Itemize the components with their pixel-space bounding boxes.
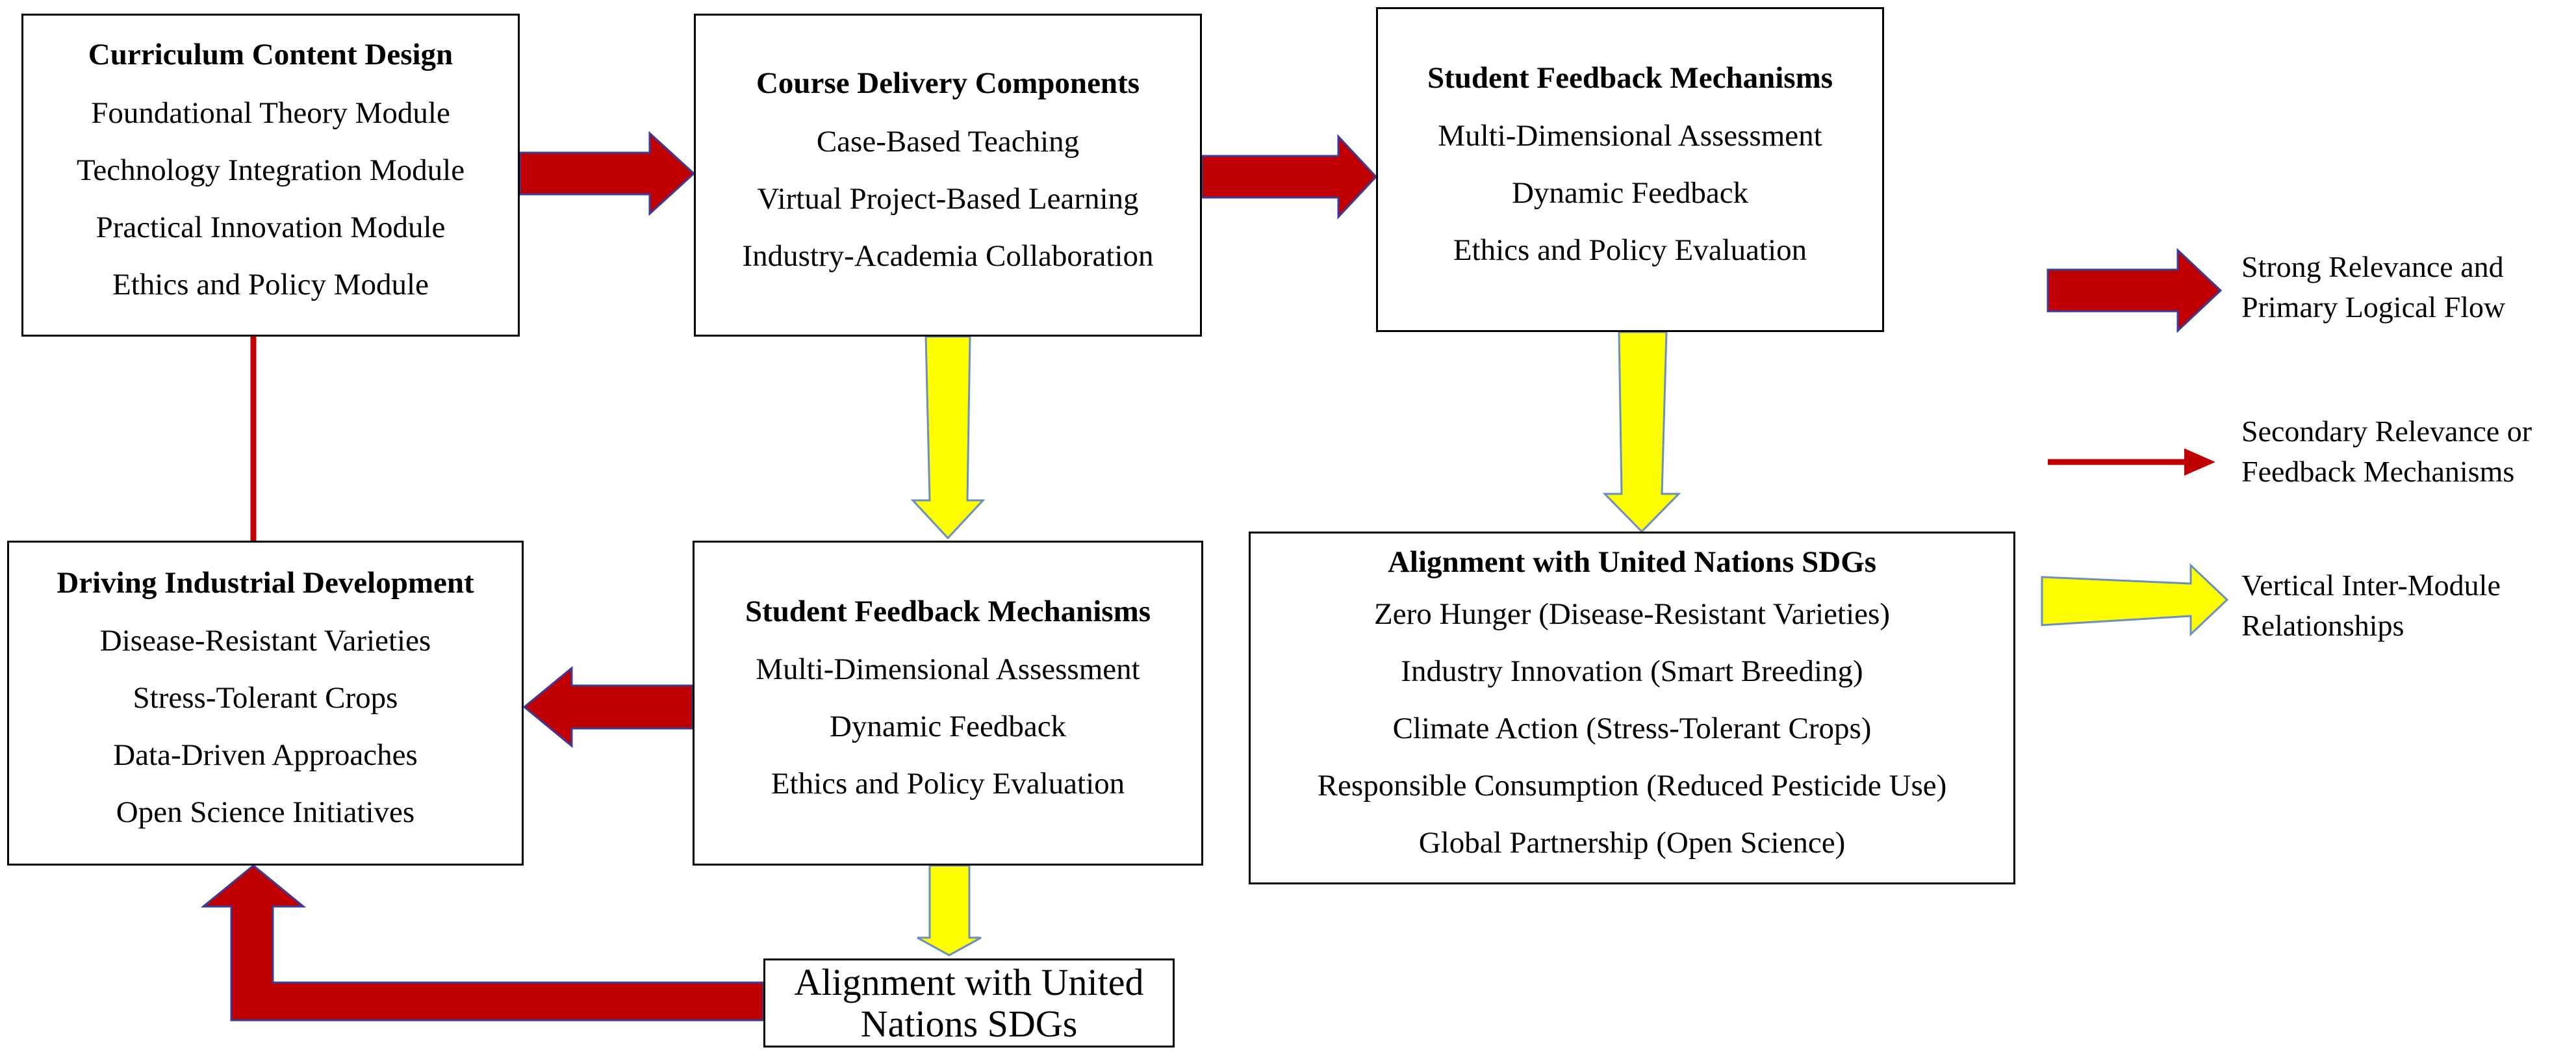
sdg-alignment-small-box: Alignment with United Nations SDGs [763,958,1175,1048]
legend-strong-arrow [2047,248,2223,333]
student-feedback-title-top: Student Feedback Mechanisms [1427,60,1833,95]
delivery-item: Virtual Project-Based Learning [757,181,1139,216]
feedback-mid-item: Multi-Dimensional Assessment [756,652,1140,687]
sdg-item: Responsible Consumption (Reduced Pestici… [1317,768,1947,803]
sdg-alignment-box: Alignment with United Nations SDGs Zero … [1249,532,2015,884]
sdg-alignment-title: Alignment with United Nations SDGs [1387,545,1877,580]
strong-arrow-curriculum-to-delivery [518,131,696,216]
vertical-arrow-delivery-to-feedback [910,335,986,540]
legend-vertical-label: Vertical Inter-Module Relationships [2241,565,2501,646]
vertical-arrow-feedback-to-sdg [1602,331,1681,533]
legend-secondary-arrowhead [2184,448,2215,476]
curriculum-content-title: Curriculum Content Design [88,38,453,72]
delivery-item: Case-Based Teaching [816,124,1080,159]
sdg-item: Industry Innovation (Smart Breeding) [1401,654,1863,688]
feedback-mid-item: Dynamic Feedback [829,710,1067,744]
sdg-small-line1: Alignment with United [794,960,1144,1003]
legend-vertical-line1: Vertical Inter-Module [2241,569,2501,602]
feedback-top-item: Ethics and Policy Evaluation [1453,233,1807,268]
strong-arrow-sdg-to-industrial [200,864,765,1022]
strong-arrow-delivery-to-feedback [1201,134,1378,220]
curriculum-item: Practical Innovation Module [96,210,446,244]
industrial-item: Disease-Resistant Varieties [99,624,431,658]
legend-vertical-arrow [2041,563,2229,637]
feedback-top-item: Dynamic Feedback [1511,176,1749,211]
curriculum-item: Technology Integration Module [76,153,465,187]
industrial-development-title: Driving Industrial Development [57,565,474,600]
strong-arrow-feedback-to-industrial [522,665,694,749]
curriculum-content-box: Curriculum Content Design Foundational T… [21,14,520,337]
feedback-mid-item: Ethics and Policy Evaluation [771,767,1125,801]
sdg-item: Zero Hunger (Disease-Resistant Varieties… [1374,597,1890,631]
legend-secondary-label: Secondary Relevance or Feedback Mechanis… [2241,411,2532,492]
curriculum-item: Foundational Theory Module [91,96,450,130]
student-feedback-title-mid: Student Feedback Mechanisms [745,594,1151,628]
vertical-arrow-feedback-to-sdg-small [917,864,982,957]
legend-secondary-line2: Feedback Mechanisms [2241,455,2515,488]
industrial-item: Data-Driven Approaches [113,738,418,773]
student-feedback-box-mid: Student Feedback Mechanisms Multi-Dimens… [693,541,1203,866]
sdg-small-line2: Nations SDGs [860,1002,1078,1045]
industrial-development-box: Driving Industrial Development Disease-R… [7,541,524,866]
legend-vertical-line2: Relationships [2241,609,2404,642]
course-delivery-box: Course Delivery Components Case-Based Te… [694,14,1202,337]
student-feedback-box-top: Student Feedback Mechanisms Multi-Dimens… [1376,7,1884,332]
sdg-item: Climate Action (Stress-Tolerant Crops) [1392,711,1872,745]
sdg-item: Global Partnership (Open Science) [1418,825,1846,860]
feedback-top-item: Multi-Dimensional Assessment [1438,119,1822,153]
industrial-item: Stress-Tolerant Crops [133,681,398,715]
legend-secondary-line1: Secondary Relevance or [2241,415,2532,448]
legend-strong-line1: Strong Relevance and [2241,250,2504,283]
delivery-item: Industry-Academia Collaboration [742,238,1154,273]
course-delivery-title: Course Delivery Components [756,66,1140,101]
curriculum-item: Ethics and Policy Module [112,267,429,302]
legend-strong-label: Strong Relevance and Primary Logical Flo… [2241,247,2505,328]
industrial-item: Open Science Initiatives [116,795,415,830]
legend-strong-line2: Primary Logical Flow [2241,290,2506,324]
